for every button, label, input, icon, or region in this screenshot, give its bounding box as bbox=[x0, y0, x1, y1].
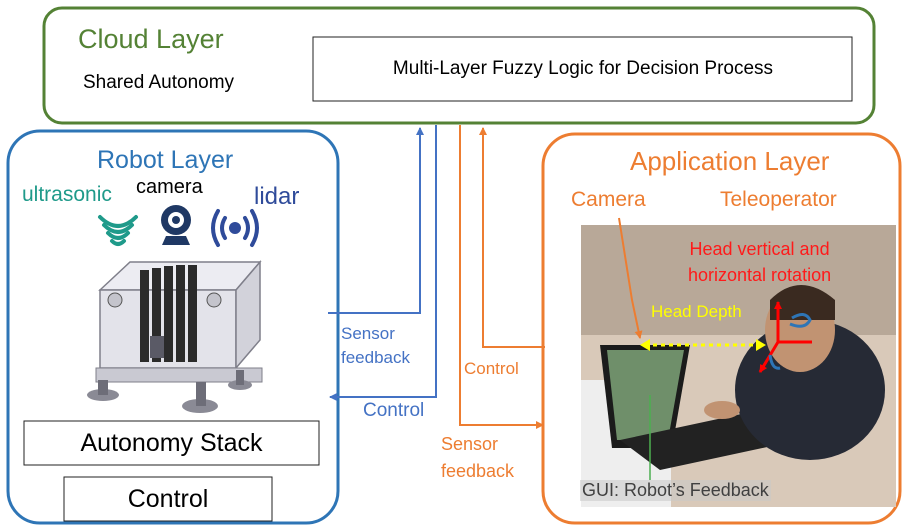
cloud-layer-frame bbox=[42, 6, 876, 125]
control-label: Control bbox=[127, 484, 209, 513]
robot-sensor-feedback-label-line1: Sensor bbox=[341, 324, 395, 343]
gui-feedback-label: GUI: Robot’s Feedback bbox=[580, 480, 771, 501]
fuzzy-logic-box bbox=[312, 36, 853, 102]
autonomy-stack-label: Autonomy Stack bbox=[80, 428, 263, 457]
camera-icon bbox=[161, 205, 191, 245]
application-camera-label: Camera bbox=[571, 188, 646, 211]
app-sensor-feedback-label-line1: Sensor bbox=[441, 434, 499, 454]
head-rotation-line1: Head vertical and bbox=[689, 239, 830, 259]
autonomy-stack-box bbox=[23, 420, 320, 466]
robot-layer-frame bbox=[6, 129, 340, 525]
robot-control-label: Control bbox=[363, 400, 425, 421]
head-rotation-label: Head vertical and horizontal rotation bbox=[688, 236, 831, 288]
app-control-label: Control bbox=[464, 359, 519, 378]
shared-autonomy-label: Shared Autonomy bbox=[83, 72, 235, 93]
application-layer-title: Application Layer bbox=[630, 146, 830, 176]
fuzzy-logic-label: Multi-Layer Fuzzy Logic for Decision Pro… bbox=[392, 58, 774, 79]
ultrasonic-icon bbox=[98, 215, 138, 246]
head-rotation-line2: horizontal rotation bbox=[688, 265, 832, 285]
teleoperator-label: Teleoperator bbox=[720, 188, 837, 211]
cloud-layer-title: Cloud Layer bbox=[78, 24, 224, 54]
app-sensor-feedback-label-line2: feedback bbox=[441, 461, 515, 481]
lidar-icon bbox=[211, 209, 259, 247]
robot-image bbox=[87, 259, 263, 413]
robot-layer-title: Robot Layer bbox=[97, 146, 234, 174]
camera-pointer-line bbox=[618, 217, 643, 339]
head-depth-label: Head Depth bbox=[651, 302, 742, 321]
ultrasonic-label: ultrasonic bbox=[22, 183, 112, 206]
robot-control-arrow bbox=[329, 125, 437, 401]
head-rotation-axes-icon bbox=[758, 301, 812, 373]
robot-sensor-feedback-label-line2: feedback bbox=[341, 348, 410, 367]
app-sensor-feedback-arrow bbox=[459, 125, 544, 429]
robot-sensor-feedback-arrow bbox=[328, 127, 424, 314]
application-layer-frame bbox=[541, 132, 902, 525]
robot-camera-label: camera bbox=[136, 176, 203, 198]
app-control-arrow bbox=[479, 127, 545, 348]
control-box bbox=[63, 476, 273, 522]
lidar-label: lidar bbox=[254, 183, 300, 210]
